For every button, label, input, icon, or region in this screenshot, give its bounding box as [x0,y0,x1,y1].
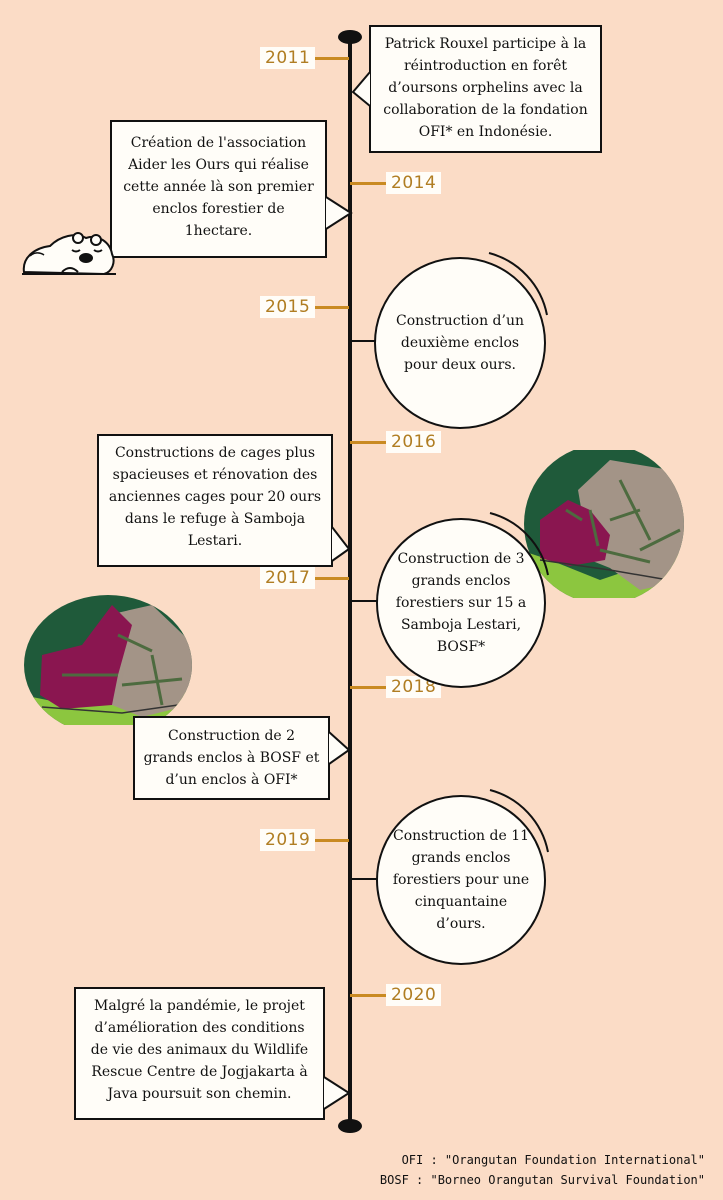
connector-2015 [350,340,378,342]
bubble-pointer-2016 [331,526,351,562]
tick-2018 [350,686,386,689]
year-2019: 2019 [260,829,316,851]
footnotes: OFI : "Orangutan Foundation Internationa… [345,1150,705,1190]
timeline-top-cap [338,30,362,44]
sleeping-bear-icon [22,232,116,276]
tick-2014 [350,182,386,185]
year-2016: 2016 [386,431,442,453]
timeline-spine [348,34,352,1126]
connector-2019 [350,878,380,880]
footnote-bosf: BOSF : "Borneo Orangutan Survival Founda… [379,1173,705,1187]
bubble-pointer-2020 [323,1076,351,1110]
bubble-pointer-2014 [325,196,353,230]
event-2016: Constructions de cages plus spacieuses e… [97,434,333,567]
timeline-bottom-cap [338,1119,362,1133]
tick-2011 [313,57,349,60]
event-2014: Création de l'association Aider les Ours… [110,120,327,258]
circle-accent-2017 [489,512,549,576]
event-2015: Construction d’un deuxième enclos pour d… [374,257,546,429]
year-2017: 2017 [260,567,316,589]
tick-2017 [313,577,349,580]
enclosure-map-illustration [524,450,684,598]
footnote-ofi: OFI : "Orangutan Foundation Internationa… [401,1153,705,1167]
event-2011: Patrick Rouxel participe à la réintroduc… [369,25,602,153]
event-2019: Construction de 11 grands enclos foresti… [376,795,546,965]
connector-2017 [350,600,380,602]
enclosure-map-illustration-2018 [24,595,192,725]
tick-2016 [350,441,386,444]
circle-accent-2019 [489,789,549,853]
year-2011: 2011 [260,47,316,69]
tick-2015 [313,306,349,309]
year-2014: 2014 [386,172,442,194]
circle-accent-2015 [488,252,548,316]
event-2018: Construction de 2 grands enclos à BOSF e… [133,716,330,800]
event-2020: Malgré la pandémie, le projet d’améliora… [74,987,325,1120]
bubble-pointer-2018 [328,731,351,765]
tick-2019 [313,839,349,842]
event-2017: Construction de 3 grands enclos forestie… [376,518,546,688]
year-2020: 2020 [386,984,442,1006]
bubble-pointer-2011 [351,71,371,107]
tick-2020 [350,994,386,997]
year-2015: 2015 [260,296,316,318]
